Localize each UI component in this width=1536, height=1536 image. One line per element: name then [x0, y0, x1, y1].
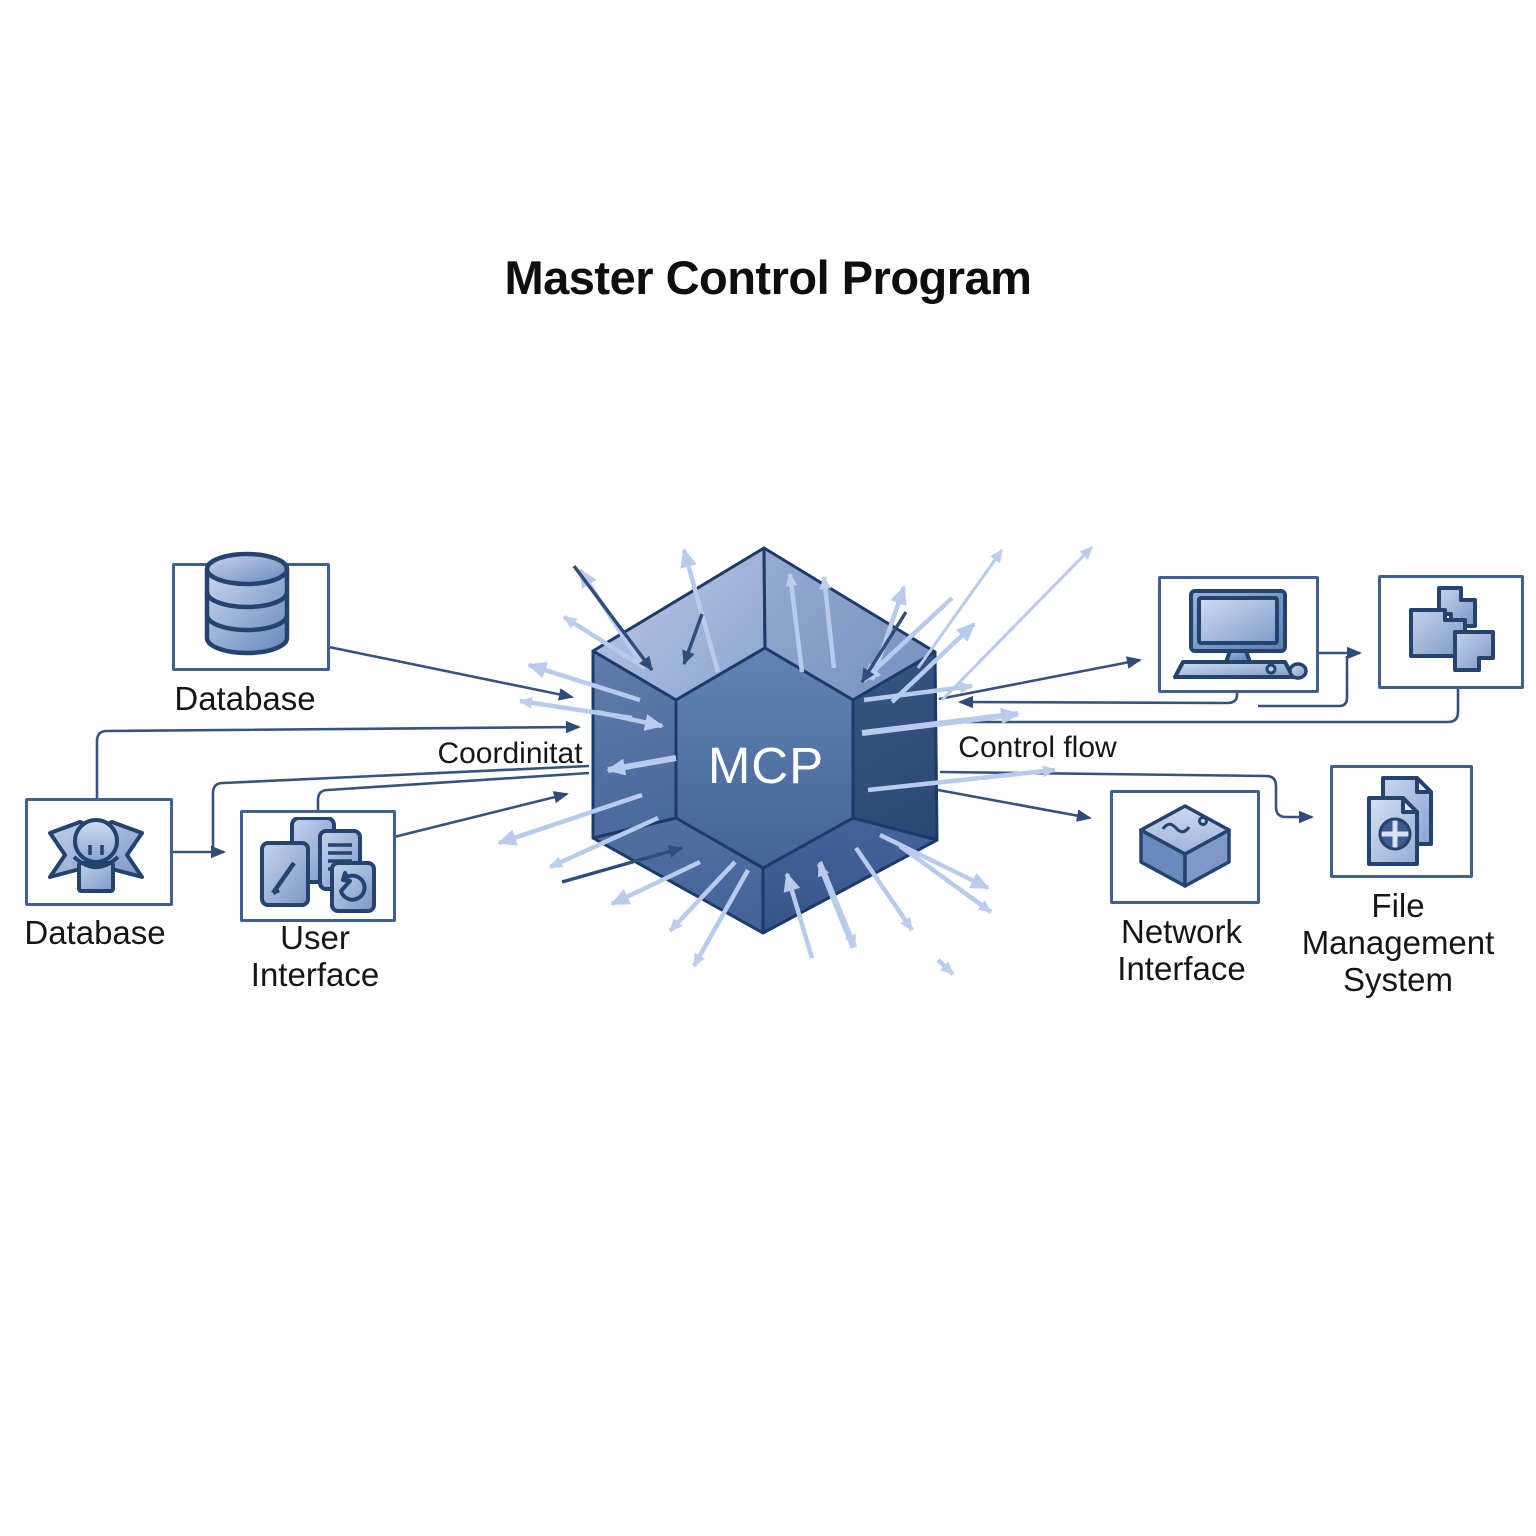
node-database-left — [25, 798, 173, 906]
edge-ui-top-to-mcp — [316, 771, 590, 810]
node-components — [1378, 575, 1524, 689]
documents-pen-icon — [260, 817, 376, 913]
connector-edges — [95, 644, 1460, 859]
node-workstation — [1158, 576, 1319, 693]
edge-mcp-to-components-bottom — [940, 686, 1460, 724]
edge-ui-right-to-mcp — [389, 791, 569, 840]
mcp-hexagon: MCP — [591, 546, 939, 935]
hexagon-face-front — [674, 646, 855, 870]
database-cylinder-icon — [204, 551, 290, 656]
edge-mcp-to-file-management — [939, 770, 1314, 824]
radiating-arrows — [497, 545, 1094, 976]
computer-icon — [1173, 589, 1308, 680]
node-database-top — [172, 551, 330, 671]
edge-ui-branch-to-mcp-upper — [211, 764, 590, 850]
edge-mcp-to-network — [937, 788, 1092, 822]
edge-mcp-to-workstation — [938, 656, 1142, 701]
edge-database-left-to-mcp — [95, 720, 581, 798]
node-file-management — [1330, 765, 1473, 878]
node-network-interface — [1110, 790, 1260, 904]
edge-database-top-to-mcp — [323, 644, 574, 701]
node-label-file-management: File Management System — [1301, 887, 1495, 998]
node-label-database-top: Database — [174, 680, 316, 717]
edge-label-control-flow: Control flow — [958, 731, 1117, 764]
node-label-database-left: Database — [24, 914, 166, 951]
network-cube-icon — [1139, 804, 1231, 888]
node-label-network-interface: Network Interface — [1117, 913, 1246, 987]
edge-workstation-to-mcp — [958, 687, 1239, 709]
node-label-user-interface: User Interface — [250, 919, 380, 993]
stacked-components-icon — [1409, 586, 1495, 672]
file-documents-icon — [1367, 776, 1433, 866]
node-user-interface — [240, 810, 396, 922]
user-badge-icon — [48, 818, 144, 893]
mcp-label: MCP — [708, 737, 824, 794]
edge-label-coordination: Coordinitat — [437, 737, 583, 770]
edge-components-stub — [1258, 656, 1349, 708]
page-title: Master Control Program — [504, 251, 1032, 304]
